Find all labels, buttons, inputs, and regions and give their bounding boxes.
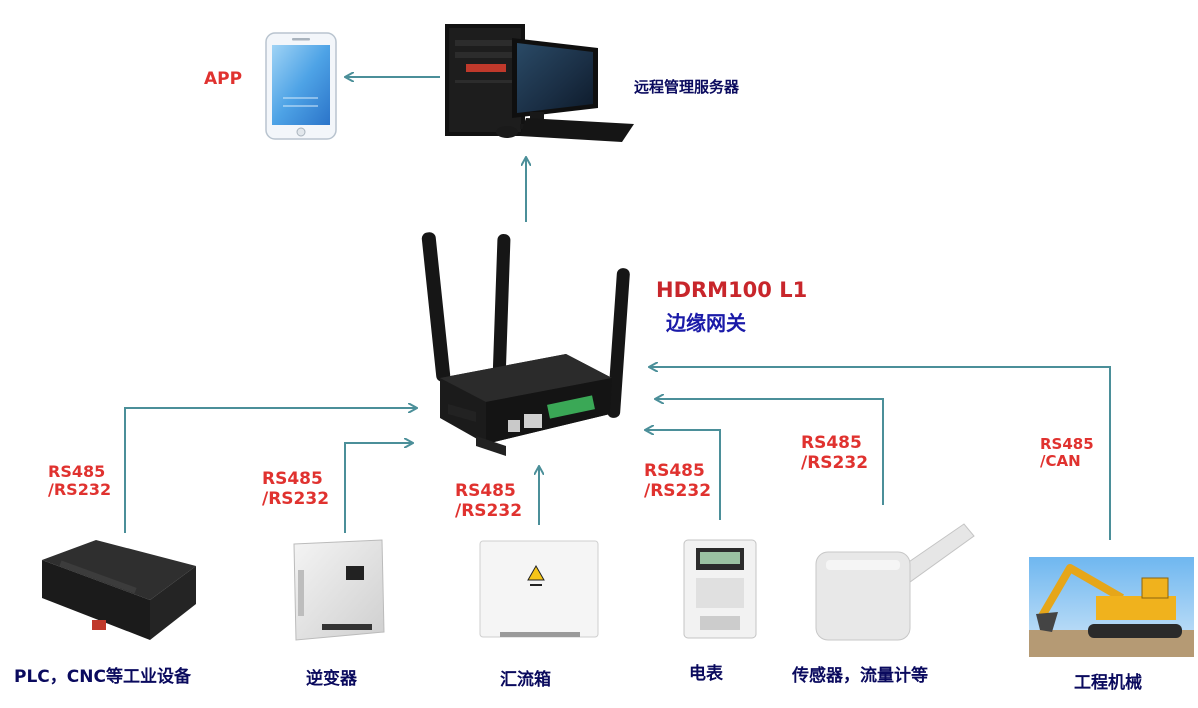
gateway-subtitle-label: 边缘网关 [666, 311, 746, 335]
connector-inverter-to-gateway [344, 443, 412, 533]
device-name-combiner: 汇流箱 [500, 670, 551, 690]
protocol-label-combiner: RS485/RS232 [455, 481, 523, 521]
server-label: 远程管理服务器 [634, 78, 740, 96]
connector-meter-to-gateway [646, 430, 721, 520]
server-computer-illustration [445, 24, 634, 142]
app-label: APP [204, 69, 243, 89]
connector-plc-to-gateway [124, 408, 416, 533]
device-name-inverter: 逆变器 [306, 669, 357, 689]
device-name-machinery: 工程机械 [1074, 673, 1142, 693]
connector-sensor-to-gateway [656, 399, 884, 505]
excavator-illustration [1029, 557, 1194, 657]
plc-device-illustration [42, 540, 196, 640]
smartphone-illustration [265, 32, 337, 140]
protocol-label-plc: RS485/RS232 [48, 462, 112, 500]
protocol-label-inverter: RS485/RS232 [262, 469, 330, 509]
protocol-label-sensor: RS485/RS232 [801, 433, 869, 473]
electric-meter-illustration [683, 539, 757, 639]
device-name-sensor: 传感器，流量计等 [792, 666, 928, 686]
sensor-device-illustration [815, 523, 975, 641]
device-name-plc: PLC，CNC等工业设备 [14, 667, 191, 687]
inverter-device-illustration [293, 539, 385, 641]
edge-gateway-illustration [421, 232, 630, 456]
protocol-label-meter: RS485/RS232 [644, 461, 712, 501]
gateway-model-label: HDRM100 L1 [656, 278, 808, 302]
device-name-meter: 电表 [689, 664, 723, 684]
protocol-label-machinery: RS485/CAN [1040, 435, 1094, 471]
connector-machinery-to-gateway [650, 367, 1111, 540]
combiner-box-illustration [479, 540, 599, 638]
